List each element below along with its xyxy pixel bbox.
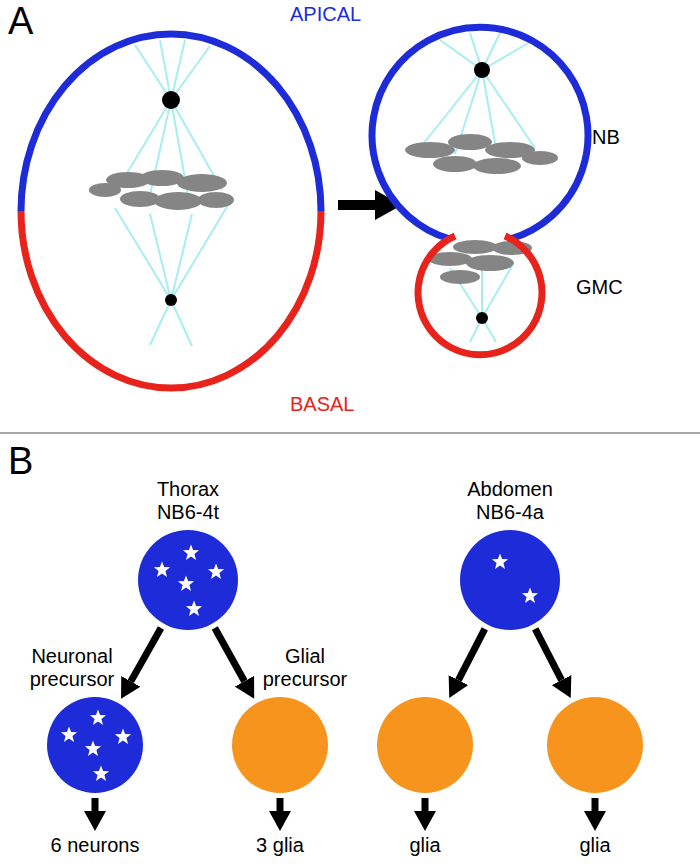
star-marker: [90, 710, 106, 725]
panel-letter: B: [8, 440, 33, 484]
star-marker: [115, 729, 131, 744]
lineage-arrow: [215, 628, 245, 681]
star-marker: [183, 545, 199, 560]
lineage-arrow: [131, 628, 161, 681]
lineage-arrow: [592, 798, 599, 811]
cell-fill: [138, 530, 238, 630]
circle-shape: [47, 697, 143, 793]
progeny-label: glia: [579, 834, 610, 857]
cell-label: GMC: [576, 276, 623, 299]
star-marker: [61, 727, 77, 742]
circle-shape: [377, 697, 473, 793]
precursor-circle: Neuronal precursor: [47, 697, 143, 793]
lineage-arrow: [92, 798, 99, 811]
node-text: glia: [579, 834, 610, 857]
panel-letter: A: [8, 0, 33, 44]
progeny-label: 3 glia: [256, 834, 304, 857]
daughter-cells: [372, 27, 588, 354]
node-heading: Abdomen NB6-4a: [465, 478, 555, 524]
node-text: 3 glia: [256, 834, 304, 857]
cell-fill: [547, 697, 643, 793]
star-marker: [492, 554, 508, 569]
panel-divider: [0, 432, 700, 434]
circle-shape: [547, 697, 643, 793]
circle-shape: [232, 697, 328, 793]
progeny-label: glia: [409, 834, 440, 857]
lineage-arrow: [535, 629, 561, 680]
cell-fill: [460, 530, 560, 630]
star-marker: [178, 576, 194, 591]
dividing-neuroblast: [21, 34, 321, 388]
node-heading: Glial precursor: [255, 645, 355, 691]
circle-shape: [138, 530, 238, 630]
lineage-arrow: [458, 629, 484, 680]
star-marker: [186, 601, 202, 616]
circle-shape: [460, 530, 560, 630]
star-marker: [208, 564, 224, 579]
star-marker: [85, 741, 101, 756]
star-marker: [154, 562, 170, 577]
cell-label: NB: [592, 126, 620, 149]
star-marker: [93, 766, 109, 781]
neuroblast-circle: Thorax NB6-4t: [138, 530, 238, 630]
node-heading: Thorax NB6-4t: [143, 478, 233, 524]
polarity-label: APICAL: [290, 3, 361, 26]
node-text: glia: [409, 834, 440, 857]
cell-fill: [47, 697, 143, 793]
lineage-arrow: [277, 798, 284, 811]
node-text: 6 neurons: [51, 834, 140, 857]
precursor-circle: [377, 697, 473, 793]
cell-fill: [377, 697, 473, 793]
node-heading: Neuronal precursor: [22, 645, 122, 691]
star-marker: [522, 588, 538, 603]
cell-fill: [232, 697, 328, 793]
lineage-arrow: [422, 798, 429, 811]
precursor-circle: Glial precursor: [232, 697, 328, 793]
neuroblast-circle: Abdomen NB6-4a: [460, 530, 560, 630]
polarity-label: BASAL: [290, 393, 354, 416]
progeny-label: 6 neurons: [51, 834, 140, 857]
precursor-circle: [547, 697, 643, 793]
